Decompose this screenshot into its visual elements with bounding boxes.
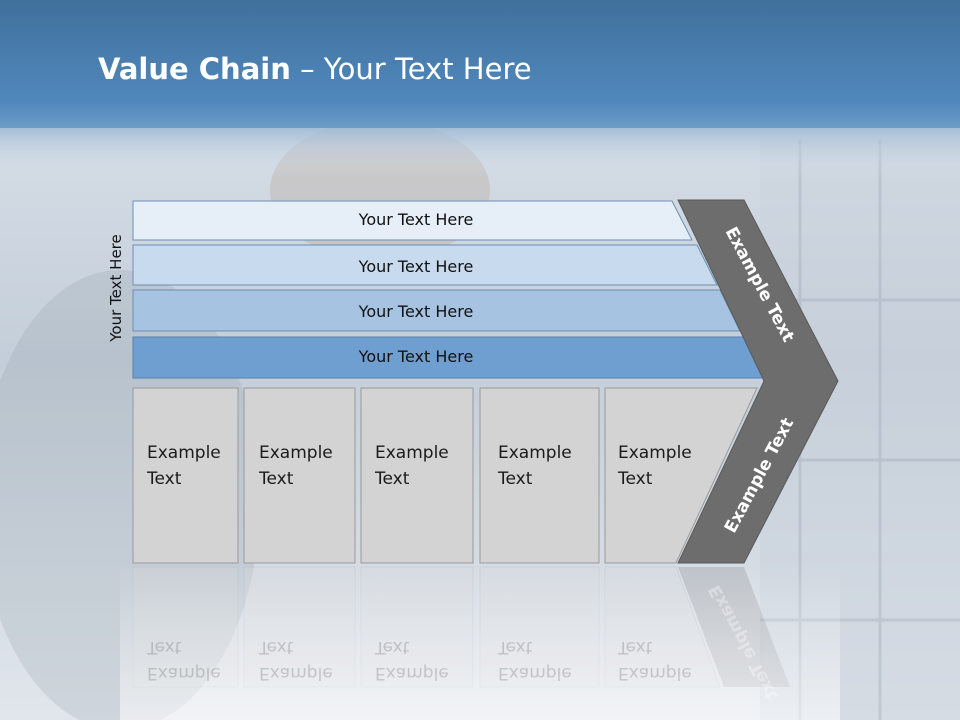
column-text-4-line1: Example (498, 443, 572, 463)
column-reflection-5-line2: Text (618, 637, 653, 657)
column-box-3 (360, 387, 474, 564)
column-text-5: Example Text (618, 440, 692, 492)
title-rest: – Your Text Here (290, 52, 532, 86)
column-reflection-2-line1: Example (259, 663, 333, 683)
column-reflection-4-line2: Text (498, 637, 533, 657)
column-text-3-line1: Example (375, 443, 449, 463)
column-text-5-line2: Text (618, 469, 653, 489)
column-reflection-2: Example Text (259, 634, 333, 686)
column-box-2 (243, 387, 356, 564)
row-bar-1 (132, 200, 693, 241)
column-box-1 (132, 387, 239, 564)
column-reflection-4: Example Text (498, 634, 572, 686)
column-text-2-line2: Text (259, 469, 294, 489)
column-text-2: Example Text (259, 440, 333, 492)
column-text-4-line2: Text (498, 469, 533, 489)
column-text-1: Example Text (147, 440, 221, 492)
column-text-3: Example Text (375, 440, 449, 492)
column-reflection-1-line1: Example (147, 663, 221, 683)
column-reflection-3-line1: Example (375, 663, 449, 683)
column-text-5-line1: Example (618, 443, 692, 463)
column-text-4: Example Text (498, 440, 572, 492)
row-label-1: Your Text Here (358, 210, 474, 229)
column-reflection-2-line2: Text (259, 637, 294, 657)
chevron-arrow (677, 199, 839, 564)
slide-title: Value Chain – Your Text Here (98, 52, 532, 86)
column-box-4 (479, 387, 600, 564)
column-reflection-3: Example Text (375, 634, 449, 686)
title-bold: Value Chain (98, 52, 291, 86)
column-text-3-line2: Text (375, 469, 410, 489)
row-label-2: Your Text Here (358, 257, 474, 276)
column-text-1-line1: Example (147, 443, 221, 463)
row-bar-2 (132, 244, 718, 286)
column-reflection-1-line2: Text (147, 637, 182, 657)
column-text-2-line1: Example (259, 443, 333, 463)
row-label-3: Your Text Here (358, 302, 474, 321)
column-reflection-4-line1: Example (498, 663, 572, 683)
column-reflection-5-line1: Example (618, 663, 692, 683)
row-label-4: Your Text Here (358, 347, 474, 366)
column-reflection-5: Example Text (618, 634, 692, 686)
column-reflection-1: Example Text (147, 634, 221, 686)
column-box-5 (604, 387, 758, 564)
column-reflection-3-line2: Text (375, 637, 410, 657)
column-text-1-line2: Text (147, 469, 182, 489)
